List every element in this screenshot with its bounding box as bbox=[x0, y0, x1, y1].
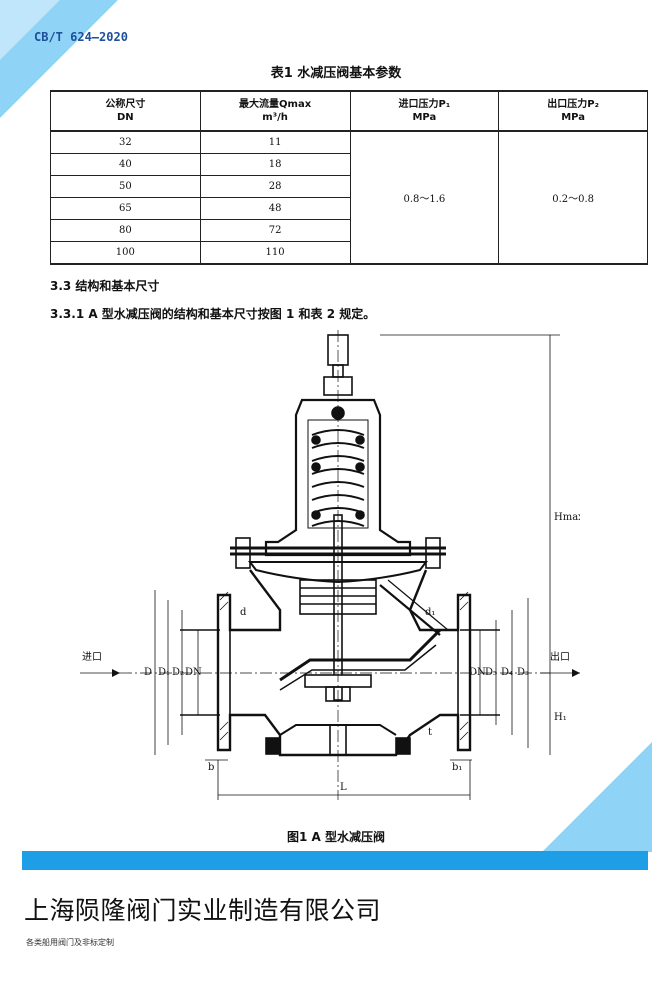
cell-dn: 32 bbox=[50, 130, 201, 154]
cell-qmax: 28 bbox=[199, 175, 351, 198]
cell-inlet-pressure: 0.8～1.6 bbox=[349, 130, 500, 265]
cell-dn: 65 bbox=[50, 197, 201, 220]
table-row: 100 110 bbox=[50, 241, 648, 265]
table-title: 表1 水减压阀基本参数 bbox=[270, 66, 402, 81]
section-text-3-3-1: 3.3.1 A 型水减压阀的结构和基本尺寸按图 1 和表 2 规定。 bbox=[50, 307, 376, 321]
section-heading-3-3: 3.3 结构和基本尺寸 bbox=[50, 279, 160, 293]
valve-body bbox=[216, 569, 472, 757]
dim-D5: D₅ bbox=[485, 667, 497, 678]
dim-H1: H₁ bbox=[554, 712, 567, 723]
company-name: 上海陨隆阀门实业制造有限公司 bbox=[24, 896, 382, 925]
dim-t: t bbox=[428, 727, 432, 738]
cell-qmax: 11 bbox=[199, 130, 351, 154]
dim-d1: d₁ bbox=[425, 607, 435, 618]
dim-DN-left: DN bbox=[185, 667, 202, 678]
cell-dn: 100 bbox=[50, 241, 201, 265]
valve-drawing: 进口 出口 D D₁ D₂ DN DN D₅ D₄ D₃ Hmax H₁ L b… bbox=[80, 330, 580, 800]
dim-D: D bbox=[144, 667, 152, 678]
corner-decoration-top-left-inner bbox=[0, 0, 60, 60]
footer-bar bbox=[22, 851, 648, 870]
table-row: 32 11 0.8～1.6 0.2～0.8 bbox=[50, 130, 648, 265]
cell-dn: 50 bbox=[50, 175, 201, 198]
dim-L: L bbox=[340, 782, 347, 793]
table-row: 65 48 bbox=[50, 197, 648, 220]
table-row: 80 72 bbox=[50, 219, 648, 242]
cell-qmax: 110 bbox=[199, 241, 351, 265]
cell-outlet-pressure: 0.2～0.8 bbox=[498, 130, 648, 265]
dim-D3: D₃ bbox=[517, 667, 529, 678]
inlet-label: 进口 bbox=[82, 651, 102, 663]
figure-caption: 图1 A 型水减压阀 bbox=[287, 830, 385, 844]
dim-d: d bbox=[240, 607, 247, 618]
cell-dn: 40 bbox=[50, 153, 201, 176]
standard-number: CB/T 624—2020 bbox=[34, 30, 128, 44]
cell-dn: 80 bbox=[50, 219, 201, 242]
cell-qmax: 72 bbox=[199, 219, 351, 242]
dim-b1: b₁ bbox=[452, 762, 462, 773]
dim-D4: D₄ bbox=[501, 667, 513, 678]
dim-D2: D₂ bbox=[172, 667, 184, 678]
dim-b: b bbox=[208, 762, 214, 773]
cell-qmax: 48 bbox=[199, 197, 351, 220]
company-tagline: 各类船用阀门及非标定制 bbox=[26, 938, 114, 947]
cell-qmax: 18 bbox=[199, 153, 351, 176]
dim-D1: D₁ bbox=[158, 667, 170, 678]
dim-DN-right: DN bbox=[469, 667, 486, 678]
corner-decoration-bottom-right bbox=[542, 742, 652, 852]
dim-Hmax: Hmax bbox=[554, 512, 580, 523]
outlet-label: 出口 bbox=[550, 650, 570, 663]
